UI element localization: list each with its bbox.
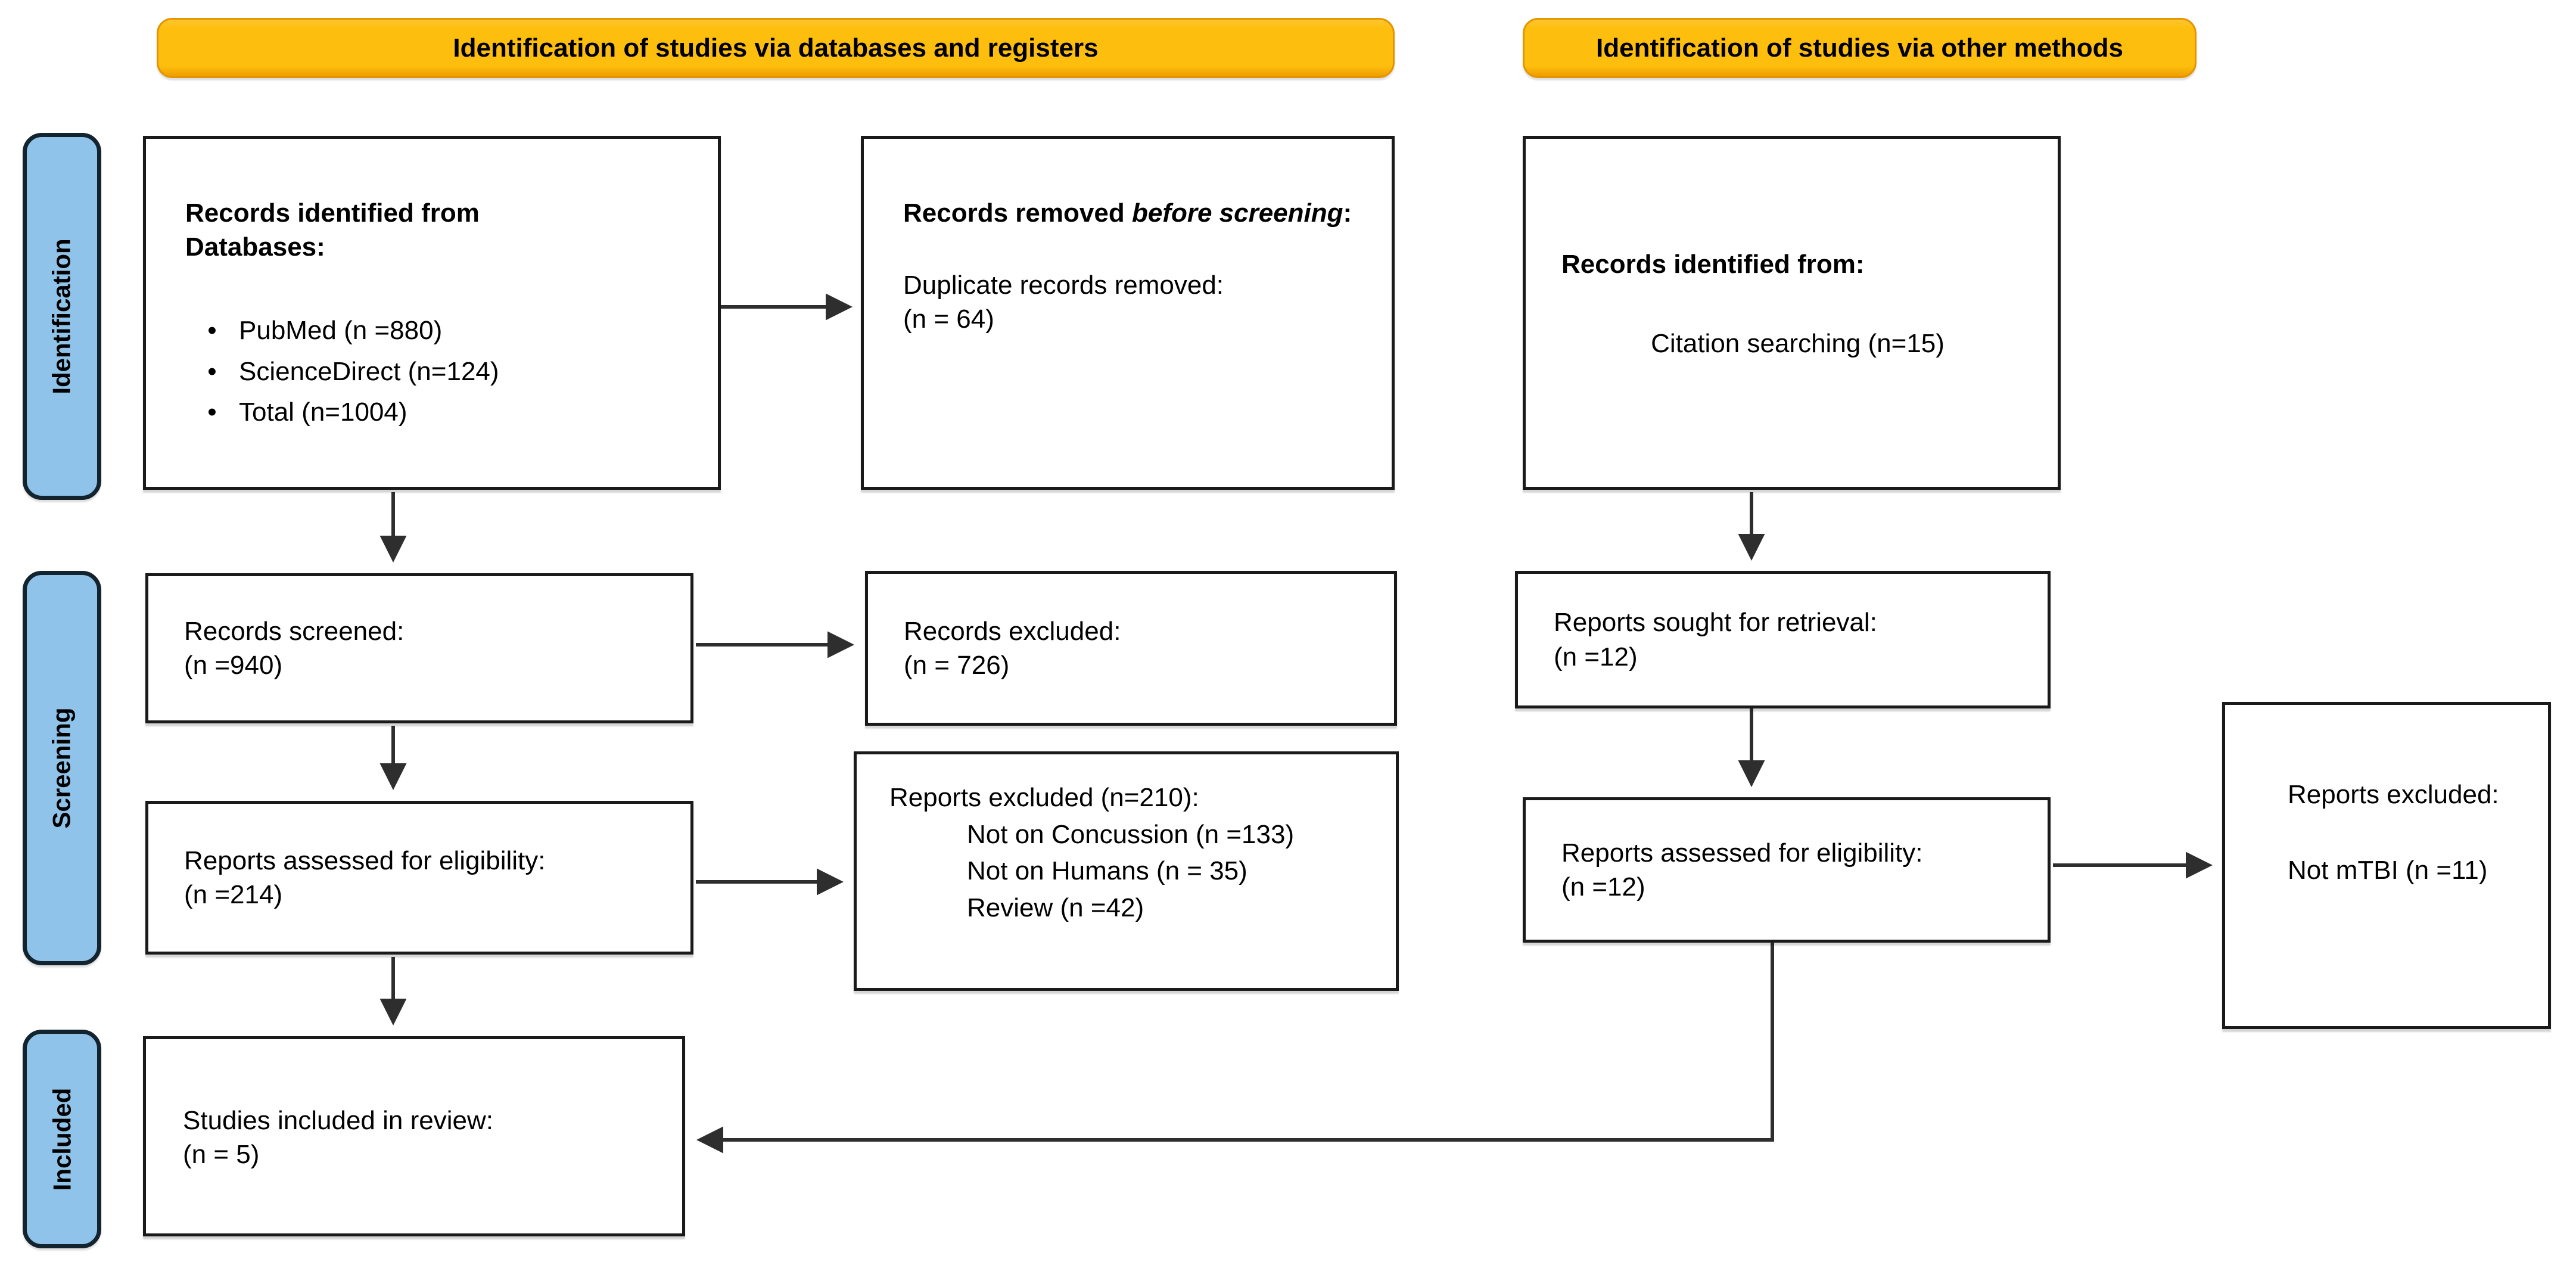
stage-identification: Identification — [23, 133, 101, 500]
bullet-item: • ScienceDirect (n=124) — [185, 352, 688, 392]
stage-screening-label: Screening — [48, 707, 76, 829]
bullet-dot: • — [207, 397, 217, 427]
bullet-text: ScienceDirect (n=124) — [239, 356, 499, 386]
box-reports-assessed: Reports assessed for eligibility: (n =21… — [145, 801, 693, 955]
stage-included: Included — [23, 1030, 101, 1248]
box-records-excluded: Records excluded: (n = 726) — [865, 571, 1397, 726]
box-line2: (n = 5) — [183, 1140, 260, 1170]
box-line2: (n = 726) — [904, 651, 1010, 680]
excluded-reason: Review (n =42) — [967, 893, 1144, 922]
box-line1: Records screened: — [184, 616, 405, 646]
box-title-line2: Databases: — [185, 232, 325, 262]
box-line2: (n =214) — [184, 880, 283, 909]
box-line1: Reports assessed for eligibility: — [1561, 838, 1923, 868]
box-reports-excluded: Reports excluded (n=210): Not on Concuss… — [854, 751, 1399, 991]
title-prefix: Records removed — [903, 198, 1132, 228]
box-title: Records removed before screening: — [903, 196, 1356, 230]
box-studies-included: Studies included in review: (n = 5) — [143, 1036, 685, 1236]
box-line2: (n =12) — [1554, 642, 1638, 672]
title-suffix: : — [1343, 198, 1352, 228]
box-line1: Reports sought for retrieval: — [1554, 608, 1877, 638]
box-line1: Records excluded: — [904, 616, 1121, 646]
banner-databases-registers: Identification of studies via databases … — [157, 18, 1395, 78]
banner-databases-registers-label: Identification of studies via databases … — [453, 33, 1099, 63]
box-records-screened: Records screened: (n =940) — [145, 573, 693, 723]
box-records-identified-other: Records identified from: Citation search… — [1523, 136, 2061, 490]
box-title: Records identified from — [185, 198, 480, 228]
box-line2: (n =940) — [184, 651, 283, 680]
bullet-dot: • — [207, 316, 217, 346]
title-italic: before screening — [1131, 198, 1343, 228]
box-title: Reports excluded (n=210): — [889, 783, 1199, 812]
box-line1: Reports assessed for eligibility: — [184, 846, 546, 875]
bullet-text: Total (n=1004) — [239, 397, 407, 427]
box-body: Duplicate records removed: — [903, 271, 1224, 300]
box-records-removed-before-screening: Records removed before screening: Duplic… — [861, 136, 1395, 490]
stage-screening: Screening — [23, 571, 101, 965]
bullet-item: • Total (n=1004) — [185, 392, 688, 433]
box-line2: (n =12) — [1561, 872, 1645, 902]
bullet-dot: • — [207, 356, 217, 386]
box-line2: Not mTBI (n =11) — [2288, 856, 2488, 885]
box-reports-excluded-other: Reports excluded: Not mTBI (n =11) — [2222, 702, 2551, 1029]
bullet-item: • PubMed (n =880) — [185, 310, 688, 351]
arrow-assessed-other-to-included — [696, 943, 1774, 1154]
stage-identification-label: Identification — [48, 238, 76, 394]
excluded-reason: Not on Humans (n = 35) — [967, 856, 1247, 886]
banner-other-methods: Identification of studies via other meth… — [1523, 18, 2197, 78]
box-records-identified-databases: Records identified from Databases: • Pub… — [143, 136, 721, 490]
box-body: Citation searching (n=15) — [1651, 329, 1945, 359]
box-reports-assessed-other: Reports assessed for eligibility: (n =12… — [1523, 797, 2051, 943]
banner-other-methods-label: Identification of studies via other meth… — [1596, 33, 2123, 63]
box-line1: Reports excluded: — [2288, 780, 2499, 809]
excluded-reason: Not on Concussion (n =133) — [967, 819, 1295, 849]
box-line1: Studies included in review: — [183, 1106, 493, 1135]
box-body-line2: (n = 64) — [903, 304, 994, 334]
box-title: Records identified from: — [1561, 250, 1865, 279]
box-reports-sought: Reports sought for retrieval: (n =12) — [1515, 571, 2051, 708]
stage-included-label: Included — [48, 1087, 76, 1191]
bullet-text: PubMed (n =880) — [239, 316, 443, 346]
